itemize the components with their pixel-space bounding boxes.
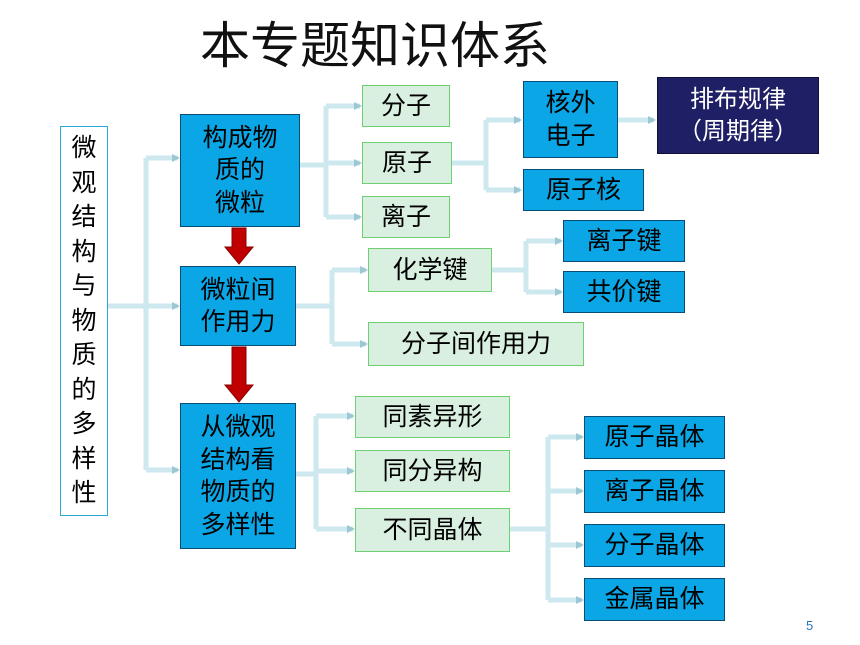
root-char: 的: [71, 374, 97, 404]
node-atomic-crystal: 原子晶体: [584, 416, 725, 459]
node-isomerism: 同分异构: [355, 450, 510, 492]
root-char: 观: [71, 167, 97, 197]
root-char: 性: [71, 478, 97, 508]
page-number: 5: [806, 618, 814, 633]
root-char: 微: [71, 133, 97, 163]
down-arrow-2: [223, 346, 255, 403]
root-char: 质: [71, 340, 97, 370]
root-box-microstructure: 微 观 结 构 与 物 质 的 多 样 性: [60, 126, 108, 516]
node-molecule: 分子: [362, 85, 450, 127]
node-ion: 离子: [362, 196, 450, 238]
root-char: 结: [71, 202, 97, 232]
node-atom: 原子: [362, 142, 452, 184]
down-arrow-1: [223, 227, 255, 265]
node-intermolecular-force: 分子间作用力: [368, 322, 584, 366]
node-different-crystals: 不同晶体: [355, 508, 510, 552]
page-title: 本专题知识体系: [200, 17, 550, 75]
node-periodic-law: 排布规律 （周期律）: [657, 77, 819, 154]
node-covalent-bond: 共价键: [563, 271, 685, 313]
node-molecular-crystal: 分子晶体: [584, 524, 725, 567]
node-chemical-bond: 化学键: [368, 248, 492, 292]
root-char: 构: [71, 236, 97, 266]
node-ionic-bond: 离子键: [563, 220, 685, 262]
root-char: 多: [71, 409, 97, 439]
node-ionic-crystal: 离子晶体: [584, 470, 725, 513]
node-nucleus: 原子核: [523, 169, 644, 211]
node-metallic-crystal: 金属晶体: [584, 578, 725, 621]
node-interaction: 微粒间 作用力: [180, 266, 296, 346]
node-allotropy: 同素异形: [355, 396, 510, 438]
node-diversity: 从微观 结构看 物质的 多样性: [180, 403, 296, 549]
node-particles: 构成物 质的 微粒: [180, 114, 300, 227]
node-electrons: 核外 电子: [523, 81, 618, 158]
root-char: 样: [71, 443, 97, 473]
root-char: 与: [71, 271, 97, 301]
root-char: 物: [71, 305, 97, 335]
